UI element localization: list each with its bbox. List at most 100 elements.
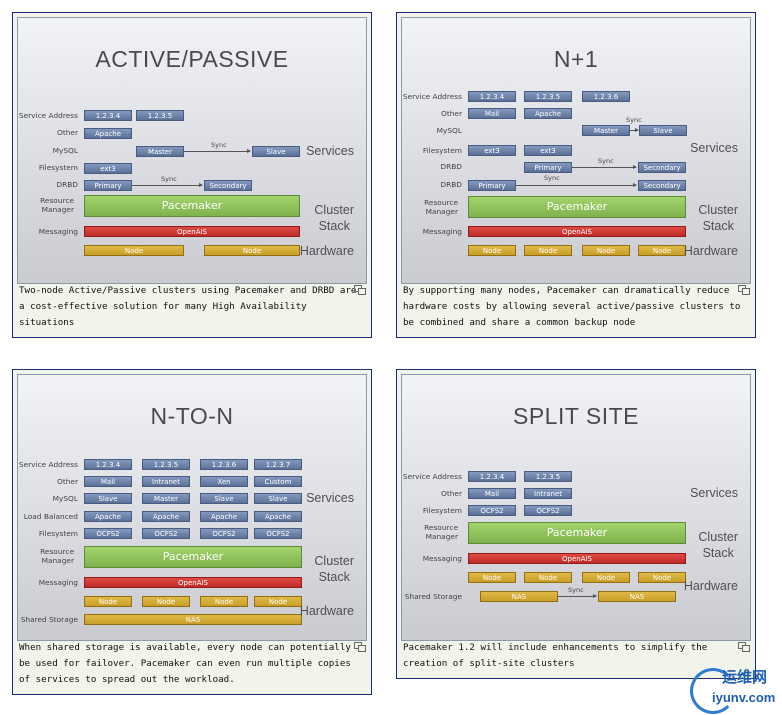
- box-ip: 1.2.3.5: [524, 91, 572, 102]
- watermark-cn: 运维网: [722, 668, 768, 686]
- label-drbd: DRBD: [440, 162, 462, 171]
- sync-arrow: [184, 149, 251, 153]
- slide-title: ACTIVE/PASSIVE: [95, 46, 289, 72]
- box-ip: 1.2.3.4: [84, 459, 132, 470]
- box-pacemaker: Pacemaker: [84, 195, 300, 217]
- layer-hardware: Hardware: [299, 604, 354, 618]
- enlarge-icon[interactable]: [738, 642, 750, 652]
- caption: When shared storage is available, every …: [19, 642, 351, 685]
- box-openais: OpenAIS: [84, 226, 300, 237]
- caption: By supporting many nodes, Pacemaker can …: [403, 285, 741, 328]
- box-node: Node: [638, 572, 686, 583]
- layer-hardware: Hardware: [299, 244, 354, 258]
- box-node: Node: [204, 245, 300, 256]
- box-ip: 1.2.3.6: [582, 91, 630, 102]
- box-apache: Apache: [200, 511, 248, 522]
- box-primary: Primary: [84, 180, 132, 191]
- box-node: Node: [254, 596, 302, 607]
- layer-services: Services: [306, 491, 354, 505]
- sync-label: Sync: [568, 586, 584, 594]
- box-service: Intranet: [142, 476, 190, 487]
- box-node: Node: [524, 572, 572, 583]
- slide-title: N-TO-N: [150, 403, 234, 429]
- sync-label: Sync: [598, 157, 614, 165]
- label-other: Other: [57, 128, 78, 137]
- box-slave: Slave: [639, 125, 687, 136]
- box-apache: Apache: [84, 511, 132, 522]
- watermark-swoosh-icon: [690, 668, 736, 714]
- enlarge-icon[interactable]: [354, 642, 366, 652]
- layer-cluster-line1: Cluster: [698, 203, 738, 217]
- layer-cluster-line1: Cluster: [698, 530, 738, 544]
- panel-n-to-n: N-TO-N Service Address Other MySQL Load …: [12, 369, 372, 695]
- box-node: Node: [142, 596, 190, 607]
- box-ocfs2: OCFS2: [200, 528, 248, 539]
- layer-cluster-line2: Stack: [702, 546, 734, 560]
- box-ip: 1.2.3.5: [142, 459, 190, 470]
- layer-cluster-line2: Stack: [318, 570, 350, 584]
- box-secondary: Secondary: [204, 180, 252, 191]
- label-filesystem: Filesystem: [38, 529, 78, 538]
- box-nas: NAS: [84, 614, 302, 625]
- enlarge-icon[interactable]: [738, 285, 750, 295]
- box-nas: NAS: [480, 591, 558, 602]
- box-slave: Slave: [252, 146, 300, 157]
- sync-arrow: [558, 594, 597, 598]
- label-filesystem: Filesystem: [422, 506, 462, 515]
- box-ocfs2: OCFS2: [142, 528, 190, 539]
- caption: Pacemaker 1.2 will include enhancements …: [403, 642, 708, 669]
- layer-services: Services: [306, 144, 354, 158]
- box-nas: NAS: [598, 591, 676, 602]
- label-filesystem: Filesystem: [422, 146, 462, 155]
- box-ocfs2: OCFS2: [468, 505, 516, 516]
- box-apache: Apache: [142, 511, 190, 522]
- box-node: Node: [638, 245, 686, 256]
- sync-label: Sync: [161, 175, 177, 183]
- box-mysql: Slave: [200, 493, 248, 504]
- label-mysql: MySQL: [52, 146, 78, 155]
- layer-cluster-line1: Cluster: [314, 554, 354, 568]
- sync-arrow: [630, 128, 639, 132]
- caption: Two-node Active/Passive clusters using P…: [19, 285, 357, 328]
- box-primary: Primary: [524, 162, 572, 173]
- label-load-balanced: Load Balanced: [23, 512, 78, 521]
- label-shared-storage: Shared Storage: [20, 615, 78, 624]
- label-drbd: DRBD: [440, 180, 462, 189]
- panel-active-passive: ACTIVE/PASSIVE Service Address Other MyS…: [12, 12, 372, 338]
- layer-cluster-line2: Stack: [318, 219, 350, 233]
- layer-services: Services: [690, 141, 738, 155]
- sync-label: Sync: [544, 174, 560, 182]
- box-apache: Apache: [524, 108, 572, 119]
- watermark-en: iyunv.com: [712, 690, 776, 705]
- label-shared-storage: Shared Storage: [404, 592, 462, 601]
- box-service: Custom: [254, 476, 302, 487]
- box-openais: OpenAIS: [84, 577, 302, 588]
- box-mysql: Slave: [254, 493, 302, 504]
- label-resource-manager: Resource Manager: [424, 198, 458, 216]
- box-pacemaker: Pacemaker: [84, 546, 302, 568]
- sync-arrow: [132, 183, 203, 187]
- box-service: Xen: [200, 476, 248, 487]
- box-service: Intranet: [524, 488, 572, 499]
- label-messaging: Messaging: [422, 227, 462, 236]
- layer-cluster-line1: Cluster: [314, 203, 354, 217]
- box-ext3: ext3: [84, 163, 132, 174]
- watermark-logo: 运维网 iyunv.com: [690, 660, 780, 715]
- slide-active-passive: ACTIVE/PASSIVE Service Address Other MyS…: [17, 17, 367, 284]
- box-node: Node: [468, 572, 516, 583]
- box-apache: Apache: [254, 511, 302, 522]
- panel-n-plus-1: N+1 Service Address Other MySQL Filesyst…: [396, 12, 756, 338]
- enlarge-icon[interactable]: [354, 285, 366, 295]
- sync-arrow: [572, 165, 637, 169]
- slide-title: N+1: [553, 46, 599, 72]
- label-service-address: Service Address: [18, 460, 78, 469]
- box-ocfs2: OCFS2: [524, 505, 572, 516]
- label-mysql: MySQL: [436, 126, 462, 135]
- box-ip: 1.2.3.7: [254, 459, 302, 470]
- box-secondary: Secondary: [638, 180, 686, 191]
- layer-hardware: Hardware: [683, 244, 738, 258]
- box-ip: 1.2.3.5: [136, 110, 184, 121]
- box-mysql: Slave: [84, 493, 132, 504]
- box-ip: 1.2.3.6: [200, 459, 248, 470]
- box-mail: Mail: [468, 108, 516, 119]
